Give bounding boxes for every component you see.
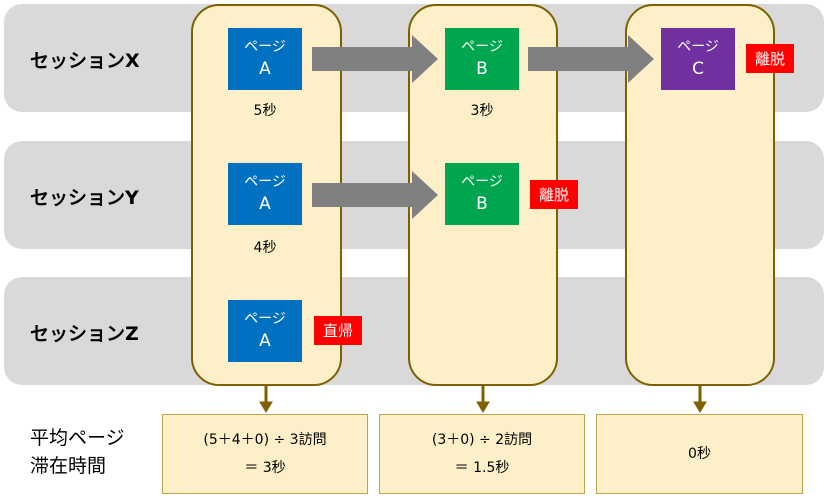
summary-page-a: (5＋4＋0) ÷ 3訪問 ＝ 3秒 [162, 414, 368, 494]
exit-tag-x: 離脱 [746, 44, 795, 73]
bounce-tag-z: 直帰 [314, 316, 363, 345]
arrow-y-a-to-b [312, 171, 438, 219]
arrow-x-a-to-b [312, 35, 438, 83]
down-arrow-a [259, 386, 273, 413]
page-x-c: ページ C [661, 28, 735, 90]
arrow-x-b-to-c [528, 35, 654, 83]
avg-time-label: 平均ページ 滞在時間 [30, 427, 125, 477]
session-label-z: セッションZ [30, 323, 139, 345]
down-arrow-c [693, 386, 707, 413]
time-y-a: 4秒 [253, 240, 277, 256]
session-label-y: セッションY [30, 187, 139, 209]
page-x-b: ページ B [445, 28, 519, 90]
session-label-x: セッションX [30, 50, 140, 72]
summary-page-c: 0秒 [596, 414, 803, 494]
summary-page-b: (3＋0) ÷ 2訪問 ＝ 1.5秒 [379, 414, 585, 494]
down-arrow-b [476, 386, 490, 413]
time-x-b: 3秒 [470, 103, 494, 119]
time-x-a: 5秒 [253, 103, 277, 119]
page-x-a: ページ A [228, 28, 302, 90]
page-z-a: ページ A [228, 300, 302, 362]
exit-tag-y: 離脱 [530, 180, 579, 209]
page-y-a: ページ A [228, 163, 302, 225]
page-y-b: ページ B [445, 163, 519, 225]
